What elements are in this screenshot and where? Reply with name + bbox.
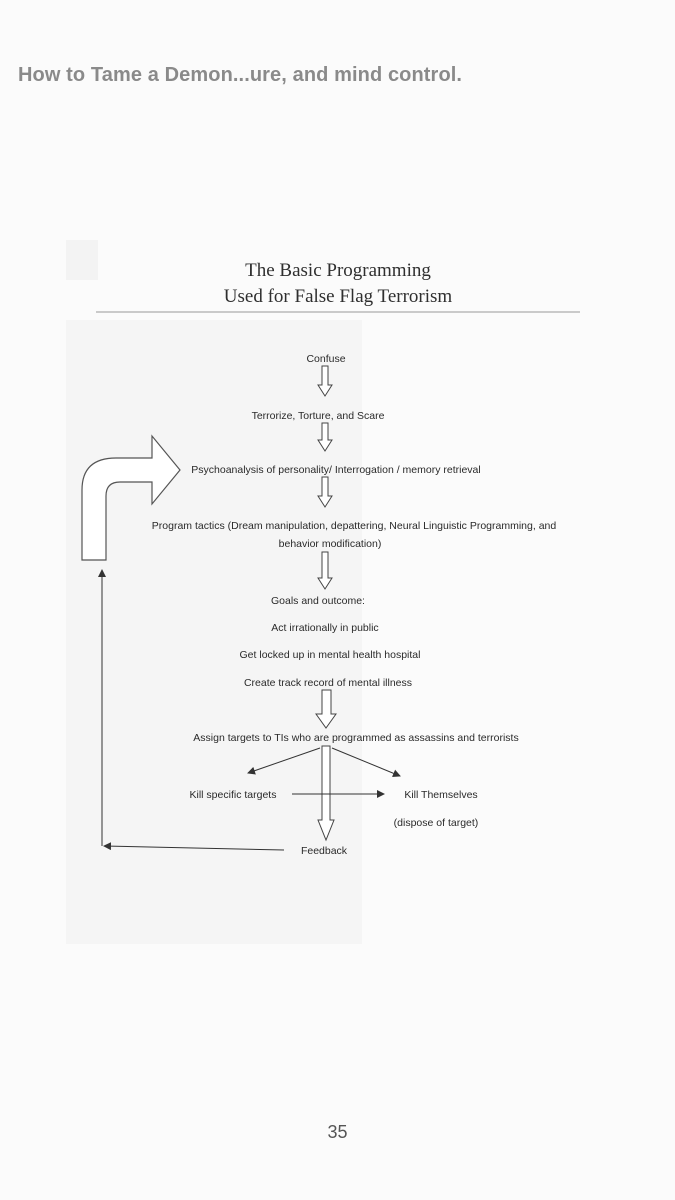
- node-confuse: Confuse: [306, 353, 345, 365]
- node-kill-specific: Kill specific targets: [190, 789, 277, 801]
- figure-title-line1: The Basic Programming: [245, 260, 431, 281]
- node-goal-3: Create track record of mental illness: [244, 677, 412, 689]
- node-goals: Goals and outcome:: [271, 595, 365, 607]
- node-program-tactics-cont: behavior modification): [279, 538, 382, 550]
- arrow-feedback-left: [103, 842, 285, 851]
- node-assign: Assign targets to TIs who are programmed…: [193, 732, 518, 744]
- branch-arrows: [98, 569, 401, 851]
- node-feedback: Feedback: [301, 845, 348, 857]
- node-kill-themselves: Kill Themselves: [404, 789, 477, 801]
- diagram-figure: The Basic Programming Used for False Fla…: [0, 240, 675, 950]
- node-goal-2: Get locked up in mental health hospital: [240, 649, 421, 661]
- figure-background-patch: [66, 240, 98, 280]
- figure-title-line2: Used for False Flag Terrorism: [224, 286, 453, 307]
- page-number: 35: [327, 1122, 348, 1142]
- arrow-goals-assign: [315, 689, 337, 729]
- book-title: How to Tame a Demon...ure, and mind cont…: [18, 64, 463, 86]
- arrow-to-kill-themselves: [331, 747, 401, 778]
- arrow-assign-feedback: [317, 745, 335, 842]
- hollow-down-arrows: [315, 365, 337, 842]
- flowchart: The Basic Programming Used for False Fla…: [81, 260, 580, 857]
- node-terrorize: Terrorize, Torture, and Scare: [252, 410, 385, 422]
- figure-background: [66, 320, 362, 944]
- arrow-program-goals: [317, 551, 333, 590]
- node-goal-1: Act irrationally in public: [271, 622, 378, 634]
- arrow-confuse-terrorize: [317, 365, 333, 397]
- arrow-to-kill-specific: [247, 747, 321, 775]
- node-psychoanalysis: Psychoanalysis of personality/ Interroga…: [191, 464, 480, 476]
- curved-feedback-arrow-icon: [81, 434, 181, 561]
- node-program-tactics: Program tactics (Dream manipulation, dep…: [152, 520, 557, 532]
- node-dispose: (dispose of target): [394, 817, 479, 829]
- arrow-psychoanalysis-program: [317, 476, 333, 508]
- arrow-terrorize-psychoanalysis: [317, 422, 333, 452]
